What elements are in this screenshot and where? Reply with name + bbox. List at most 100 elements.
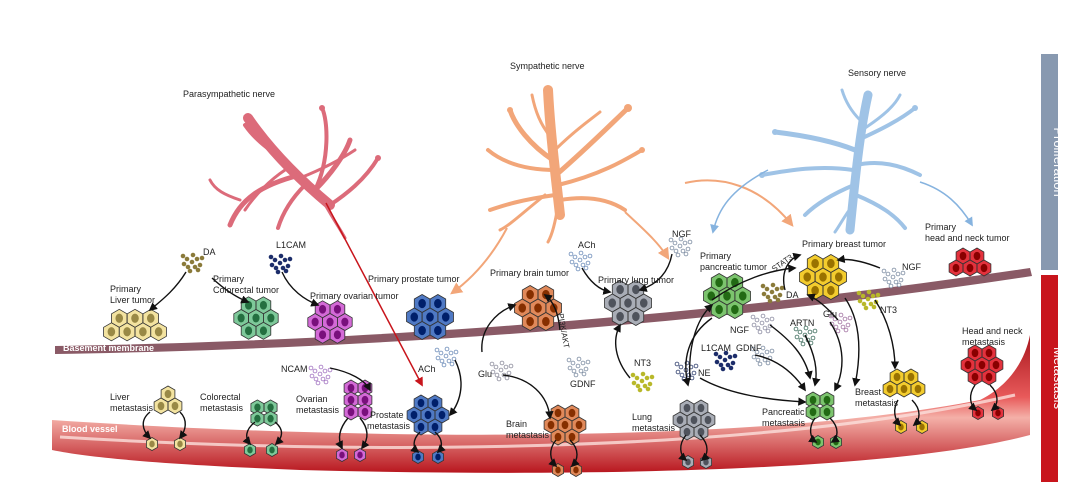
artn-arrow — [804, 334, 821, 387]
breast-circulating-cells-cell — [916, 420, 928, 434]
sympathetic-to-lung-arrow — [624, 211, 670, 261]
primary-liver-tumor-cell — [142, 308, 159, 328]
primary-liver-tumor-cell — [150, 322, 167, 342]
breast-to-met-arrow — [844, 297, 861, 387]
colorectal-metastasis-label: Colorectal metastasis — [200, 392, 244, 413]
breast-met-arrow-1 — [892, 399, 902, 427]
colorectal-metastasis-cluster-cell — [263, 410, 278, 427]
primary-colorectal-label-line2: Colorectal tumor — [213, 285, 279, 295]
metastasis-label: Metastasis — [1051, 347, 1066, 410]
primary-headneck-tumor-cell — [976, 259, 992, 277]
parasympathetic-to-prostate-arrow — [325, 202, 423, 387]
primary-brain-label: Primary brain tumor — [490, 268, 569, 278]
prostate-metastasis-cluster-cell — [413, 418, 429, 436]
ncam-to-ovarian-arrow — [329, 367, 371, 392]
signal-arrows — [142, 252, 1000, 468]
ach-top-label: ACh — [578, 240, 596, 250]
blood-vessel: Blood vessel — [52, 335, 1030, 473]
sympathetic-to-breast-arrow — [684, 179, 794, 227]
prostate-metastasis-cluster-cell — [427, 394, 443, 412]
da-to-breast-arrow — [783, 252, 802, 291]
sensory-to-headneck-arrow — [919, 181, 973, 227]
primary-ovarian-tumor-cell — [329, 325, 346, 344]
primary-brain-tumor-cell — [537, 312, 555, 331]
ngf-breast-dots — [881, 267, 906, 289]
nt3-lung-dots — [630, 371, 655, 393]
pancreatic-circulating-cells-cell — [812, 435, 824, 449]
sensory-nerve — [759, 88, 922, 235]
ncam-label: NCAM — [281, 364, 308, 374]
da-liver-dots — [180, 252, 205, 274]
brain-metastasis-cluster-cell — [571, 416, 587, 434]
ngf-lung-dots — [668, 236, 693, 258]
primary-colorectal-tumor-cell — [255, 321, 272, 340]
colorectal-metastasis-cluster-cell — [263, 399, 278, 416]
panc-met-arrow-1 — [808, 417, 818, 443]
breast-met-arrow-2 — [911, 399, 922, 427]
primary-liver-tumor-cell — [103, 322, 120, 342]
primary-ovarian-tumor-cell — [322, 313, 338, 331]
stat3-arrow — [711, 264, 797, 301]
parasympathetic-nerve-label: Parasympathetic nerve — [183, 89, 275, 99]
headneck-metastasis-label-line2: metastasis — [962, 337, 1006, 347]
headneck-metastasis-cluster-cell — [974, 356, 990, 374]
colorectal-metastasis-cluster — [250, 399, 278, 427]
ngf-lung-label: NGF — [672, 229, 692, 239]
artn-label: ARTN — [790, 318, 814, 328]
primary-ovarian-tumor — [307, 300, 353, 344]
lung-metastasis-cluster-cell — [679, 423, 695, 441]
nt3-to-lung-arrow — [613, 323, 631, 379]
ach-to-lung-arrow — [581, 267, 612, 295]
primary-breast-label: Primary breast tumor — [802, 239, 886, 249]
brain-to-metastasis-arrow — [502, 374, 554, 420]
pancreatic-metastasis-cluster-cell — [805, 403, 821, 421]
primary-headneck-tumor-cell — [962, 259, 978, 277]
lung-met-arrow-2 — [699, 434, 710, 462]
primary-liver-label-line1: Primary — [110, 284, 141, 294]
primary-lung-label: Primary lung tumor — [598, 275, 674, 285]
glu-brain-label: Glu — [478, 369, 492, 379]
primary-pancreatic-label: Primary pancreatic tumor — [700, 251, 767, 272]
primary-pancreatic-label-line2: pancreatic tumor — [700, 262, 767, 272]
primary-colorectal-label-line1: Primary — [213, 274, 244, 284]
primary-prostate-tumor-cell — [429, 321, 447, 340]
lung-metastasis-cluster-cell — [693, 423, 709, 441]
ne-label: NE — [698, 368, 711, 378]
primary-prostate-label: Primary prostate tumor — [368, 274, 460, 284]
primary-headneck-label-line2: head and neck tumor — [925, 233, 1010, 243]
prostate-metastasis-cluster-cell — [427, 418, 443, 436]
liver-met-arrow-2 — [178, 411, 188, 440]
primary-lung-tumor-cell — [635, 293, 652, 313]
proliferation-bar: Proliferation — [1041, 54, 1066, 270]
l1cam-to-ovarian-arrow — [281, 271, 320, 307]
pancreatic-recirc-arrow — [682, 317, 713, 387]
primary-breast-tumor-cell — [830, 267, 847, 287]
primary-lung-tumor-cell — [611, 280, 629, 299]
prostate-metastasis-label: Prostate metastasis — [367, 410, 411, 431]
liver-metastasis-cluster — [153, 385, 183, 415]
glu-panc-label: Glu — [823, 309, 837, 319]
liver-metastasis-cluster-cell — [153, 397, 169, 415]
brain-metastasis-label-line2: metastasis — [506, 430, 550, 440]
colorectal-circulating-cells — [243, 443, 279, 457]
primary-pancreatic-label-line1: Primary — [700, 251, 731, 261]
prostate-circulating-cells-cell — [411, 450, 425, 464]
da-liver-label: DA — [203, 247, 216, 257]
gdnf-panc-dots — [750, 345, 775, 367]
brain-met-arrow-1 — [548, 439, 558, 468]
ovarian-metastasis-cluster-cell — [343, 403, 359, 421]
hn-met-arrow-1 — [968, 384, 978, 412]
prostate-metastasis-cluster-cell — [434, 406, 450, 424]
primary-pancreatic-tumor-cell — [726, 300, 744, 319]
proliferation-label: Proliferation — [1051, 127, 1066, 196]
lung-metastasis-cluster — [672, 399, 716, 441]
primary-ovarian-tumor-cell — [307, 313, 323, 331]
prostate-metastasis-label-line2: metastasis — [367, 421, 411, 431]
ovarian-metastasis-label-line1: Ovarian — [296, 394, 328, 404]
lung-metastasis-label: Lung metastasis — [632, 412, 676, 433]
breast-metastasis-cluster-cell — [903, 368, 919, 386]
ngf-panc-dots — [750, 313, 775, 335]
ngf-breast-label: NGF — [902, 262, 922, 272]
brain-metastasis-cluster — [543, 404, 587, 446]
primary-headneck-label: Primary head and neck tumor — [925, 222, 1010, 243]
